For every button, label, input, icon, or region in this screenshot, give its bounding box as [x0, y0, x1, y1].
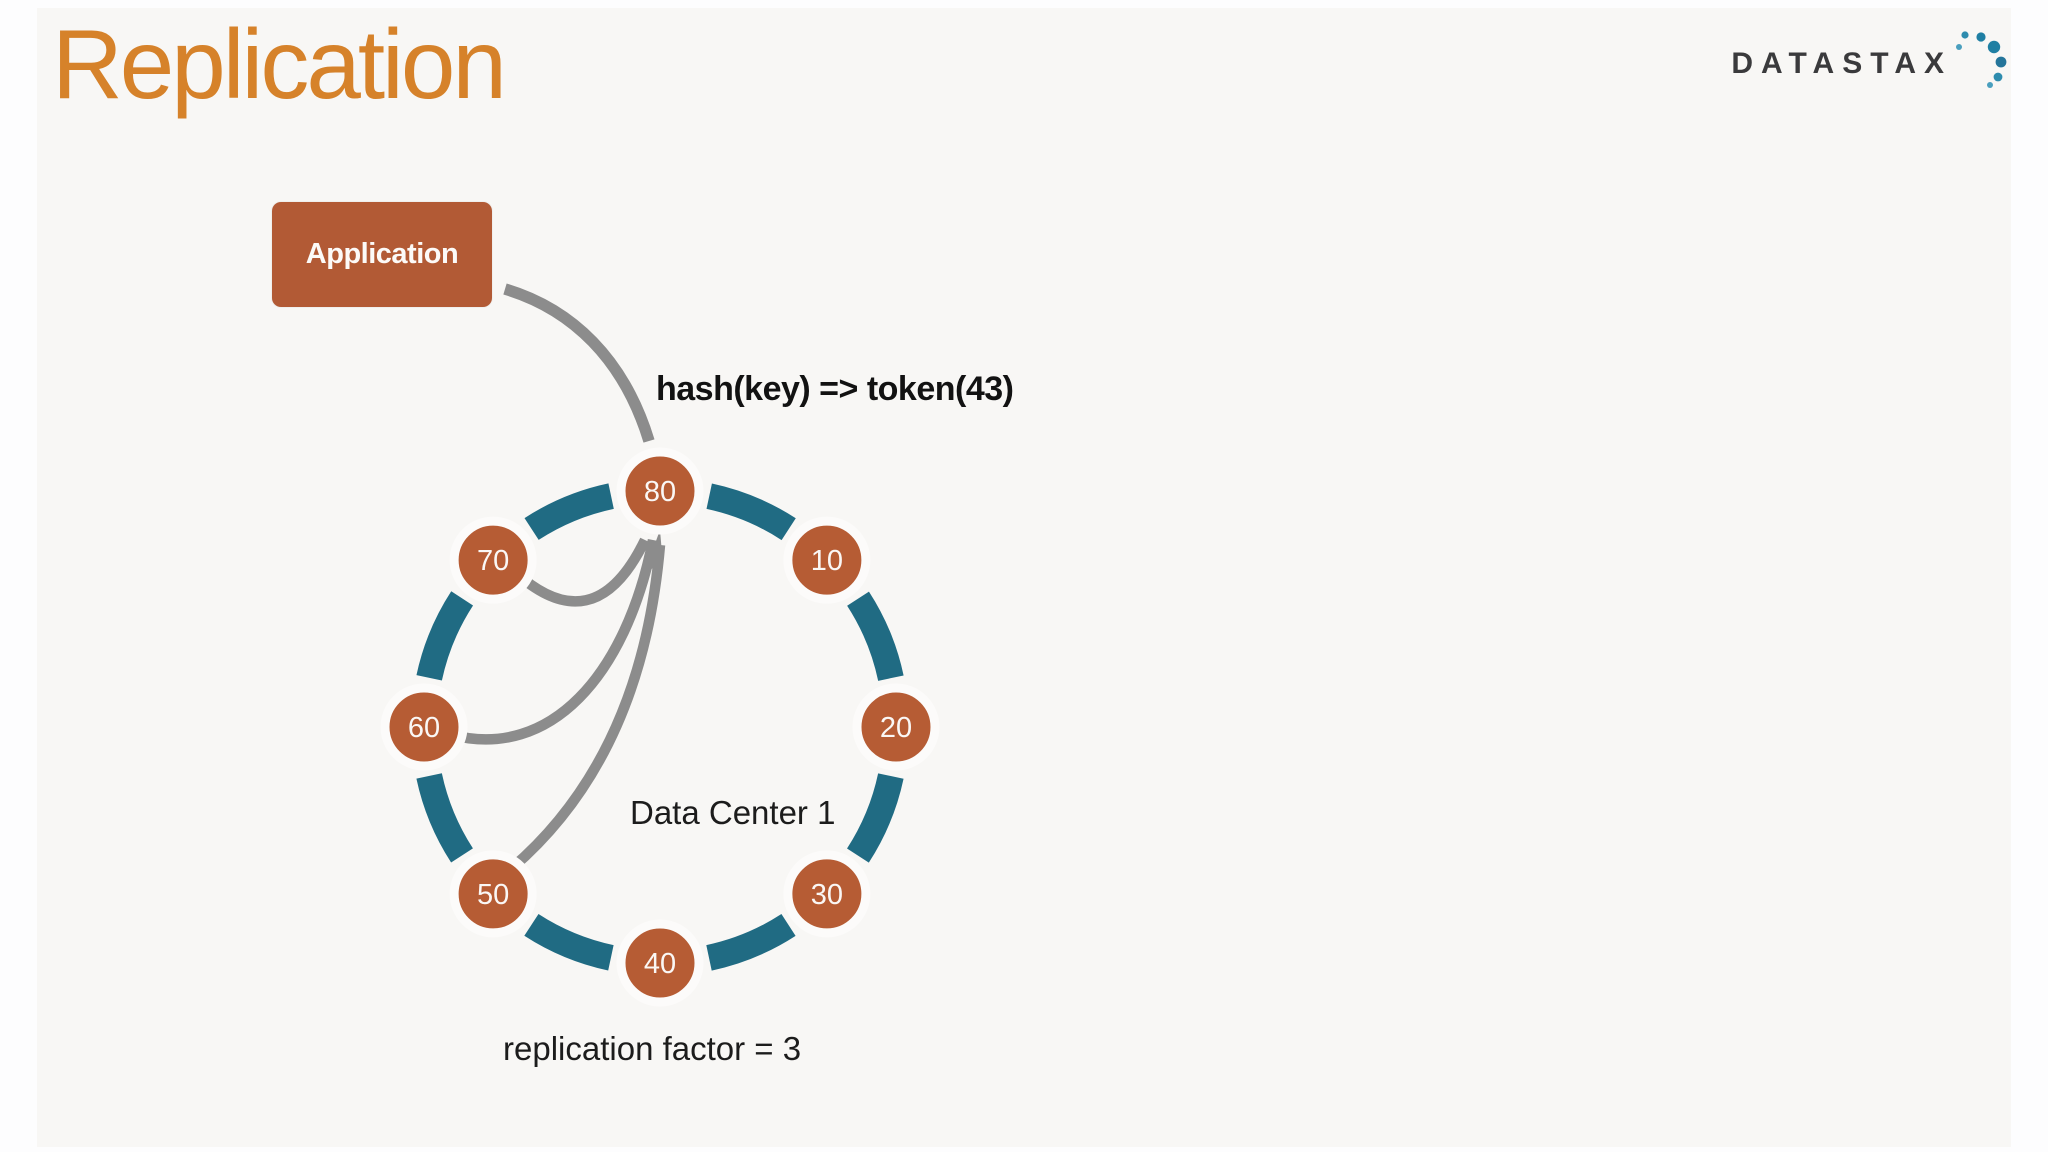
application-box: Application — [272, 202, 492, 307]
ring-node-20: 20 — [852, 683, 940, 771]
node-circle — [616, 919, 704, 1007]
datastax-dots-icon — [1956, 31, 2007, 88]
node-label: 10 — [811, 545, 843, 577]
ring-node-50: 50 — [449, 850, 537, 938]
ring-node-10: 10 — [783, 516, 871, 604]
node-label: 70 — [477, 545, 509, 577]
node-circle — [449, 850, 537, 938]
arrow-node70-to-coordinator — [511, 537, 650, 607]
node-label: 60 — [408, 712, 440, 744]
edge-strip-left — [0, 0, 37, 1152]
node-label: 20 — [880, 712, 912, 744]
node-circle — [449, 516, 537, 604]
arrow-node50-to-coordinator — [508, 544, 666, 872]
ring-node-30: 30 — [783, 850, 871, 938]
replication-factor-note: replication factor = 3 — [503, 1030, 802, 1067]
ring-node-80: 80 — [616, 447, 704, 535]
node-circle — [783, 850, 871, 938]
ring-node-60: 60 — [380, 683, 468, 771]
arrow-node60-to-coordinator — [450, 538, 659, 745]
ring-node-70: 70 — [449, 516, 537, 604]
page-title: Replication — [52, 9, 507, 119]
node-label: 30 — [811, 879, 843, 911]
ring-node-40: 40 — [616, 919, 704, 1007]
node-circle — [852, 683, 940, 771]
datastax-wordmark: DATASTAX — [1731, 47, 1952, 80]
node-label: 40 — [644, 948, 676, 980]
node-label: 80 — [644, 476, 676, 508]
application-label: Application — [305, 238, 459, 270]
node-label: 50 — [477, 879, 509, 911]
datacenter-label: Data Center 1 — [630, 794, 836, 831]
hash-annotation: hash(key) => token(43) — [656, 370, 1014, 408]
node-circle — [616, 447, 704, 535]
edge-strip-top — [0, 0, 2048, 8]
arrow-app-to-coordinator — [503, 283, 655, 443]
datastax-logo: DATASTAX — [1731, 14, 2010, 92]
node-circle — [783, 516, 871, 604]
edge-strip-bottom — [0, 1147, 2048, 1152]
edge-strip-right — [2011, 0, 2048, 1152]
node-circle — [380, 683, 468, 771]
arrowhead-icon — [645, 530, 663, 571]
